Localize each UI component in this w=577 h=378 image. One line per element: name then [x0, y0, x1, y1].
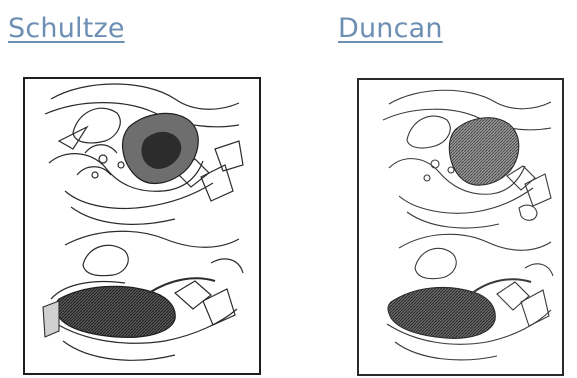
- schultze-title: Schultze: [8, 13, 125, 44]
- schultze-lower-cord: [149, 278, 215, 293]
- duncan-illustrations: [359, 80, 562, 374]
- duncan-lower-placenta-shape: [388, 287, 495, 338]
- schultze-lower-placenta-shape: [56, 286, 175, 337]
- duncan-title: Duncan: [338, 13, 443, 44]
- schultze-illustrations: [25, 79, 259, 373]
- duncan-illustration-panel: [357, 78, 564, 376]
- schultze-illustration-panel: [23, 77, 261, 375]
- schultze-lower-detail: [43, 301, 59, 337]
